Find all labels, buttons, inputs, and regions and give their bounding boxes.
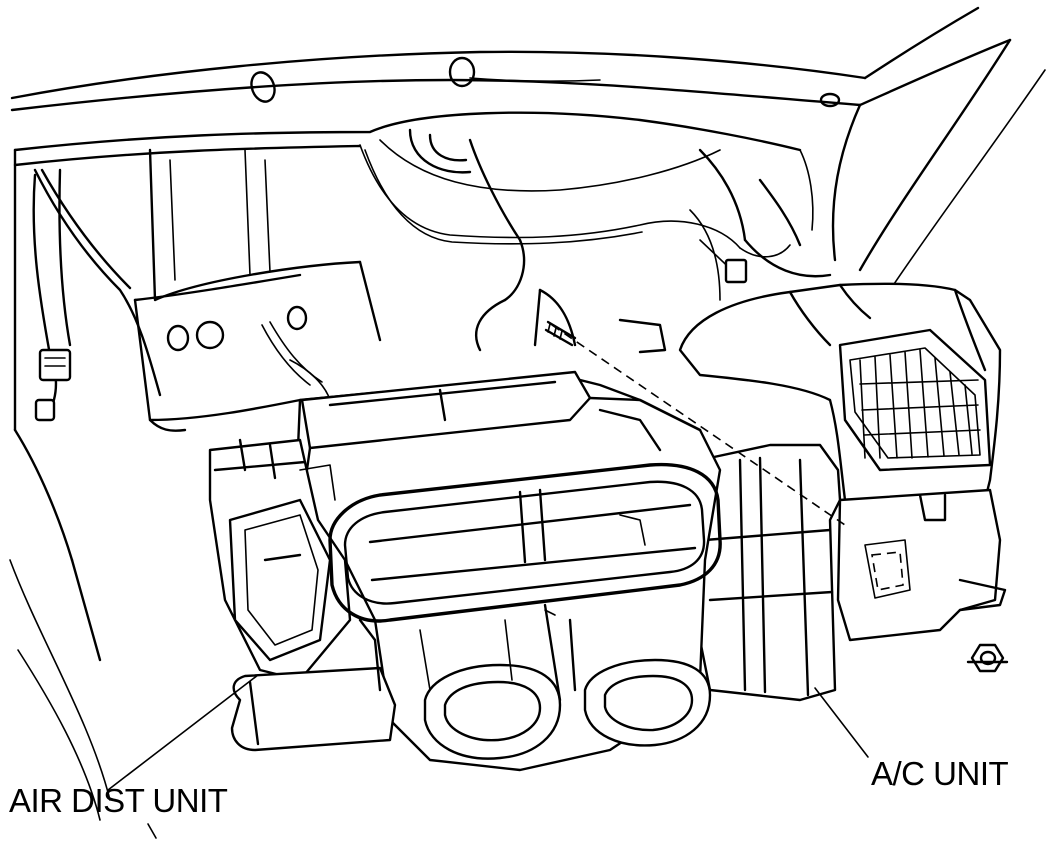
air-dist-unit [208,370,722,772]
vehicle-dash-panel [9,6,1046,821]
ac-unit-leader [814,687,869,758]
ac-unit-callout-label: A/C UNIT [871,755,1009,792]
leader-lines [107,674,869,839]
filter-grille [838,328,992,472]
air-dist-unit-tick [147,823,157,839]
air-dist-unit-leader [107,674,259,791]
center-vent-outlet [328,462,722,623]
mode-actuator [228,498,332,662]
air-dist-unit-callout-label: AIR DIST UNIT [9,782,228,819]
guide-lines [544,320,846,526]
ac-unit [678,282,1009,702]
floor-outlets [423,658,712,760]
mounting-nut [966,643,1009,673]
